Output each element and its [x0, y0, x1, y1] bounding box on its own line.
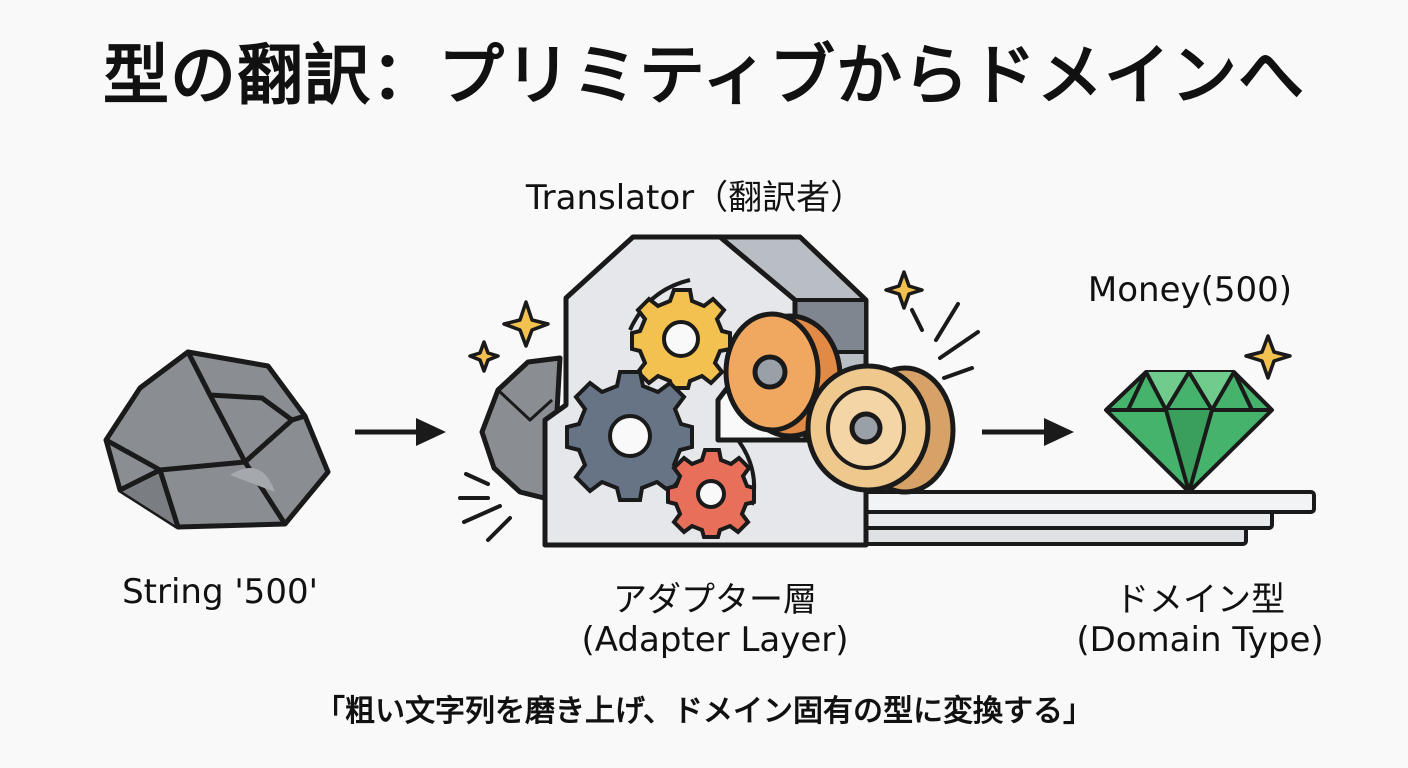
rollers [723, 311, 956, 495]
money-value-label: Money(500) [1087, 270, 1293, 310]
domain-label-jp: ドメイン型 [1115, 580, 1285, 620]
sparkle-icon [468, 270, 1292, 380]
gem-icon [1104, 370, 1274, 494]
input-label: String '500' [122, 572, 318, 612]
domain-label-en: (Domain Type) [1076, 620, 1324, 660]
page-title: 型の翻訳：プリミティブからドメインへ [102, 37, 1306, 114]
gear-red-icon [666, 448, 756, 539]
adapter-label-jp: アダプター層 [613, 580, 817, 620]
gear-blue-icon [565, 370, 694, 502]
arrow-right-icon [982, 418, 1074, 446]
rough-rock-icon [103, 349, 331, 530]
caption: 「粗い文字列を磨き上げ、ドメイン固有の型に変換する」 [315, 694, 1093, 729]
conveyor-belt [864, 490, 1316, 546]
arrow-right-icon [355, 418, 446, 446]
motion-lines [458, 302, 980, 542]
gear-yellow-icon [630, 288, 732, 390]
translator-label: Translator（翻訳者） [525, 178, 865, 218]
rock-entering-icon [479, 355, 563, 503]
adapter-label-en: (Adapter Layer) [581, 620, 849, 660]
